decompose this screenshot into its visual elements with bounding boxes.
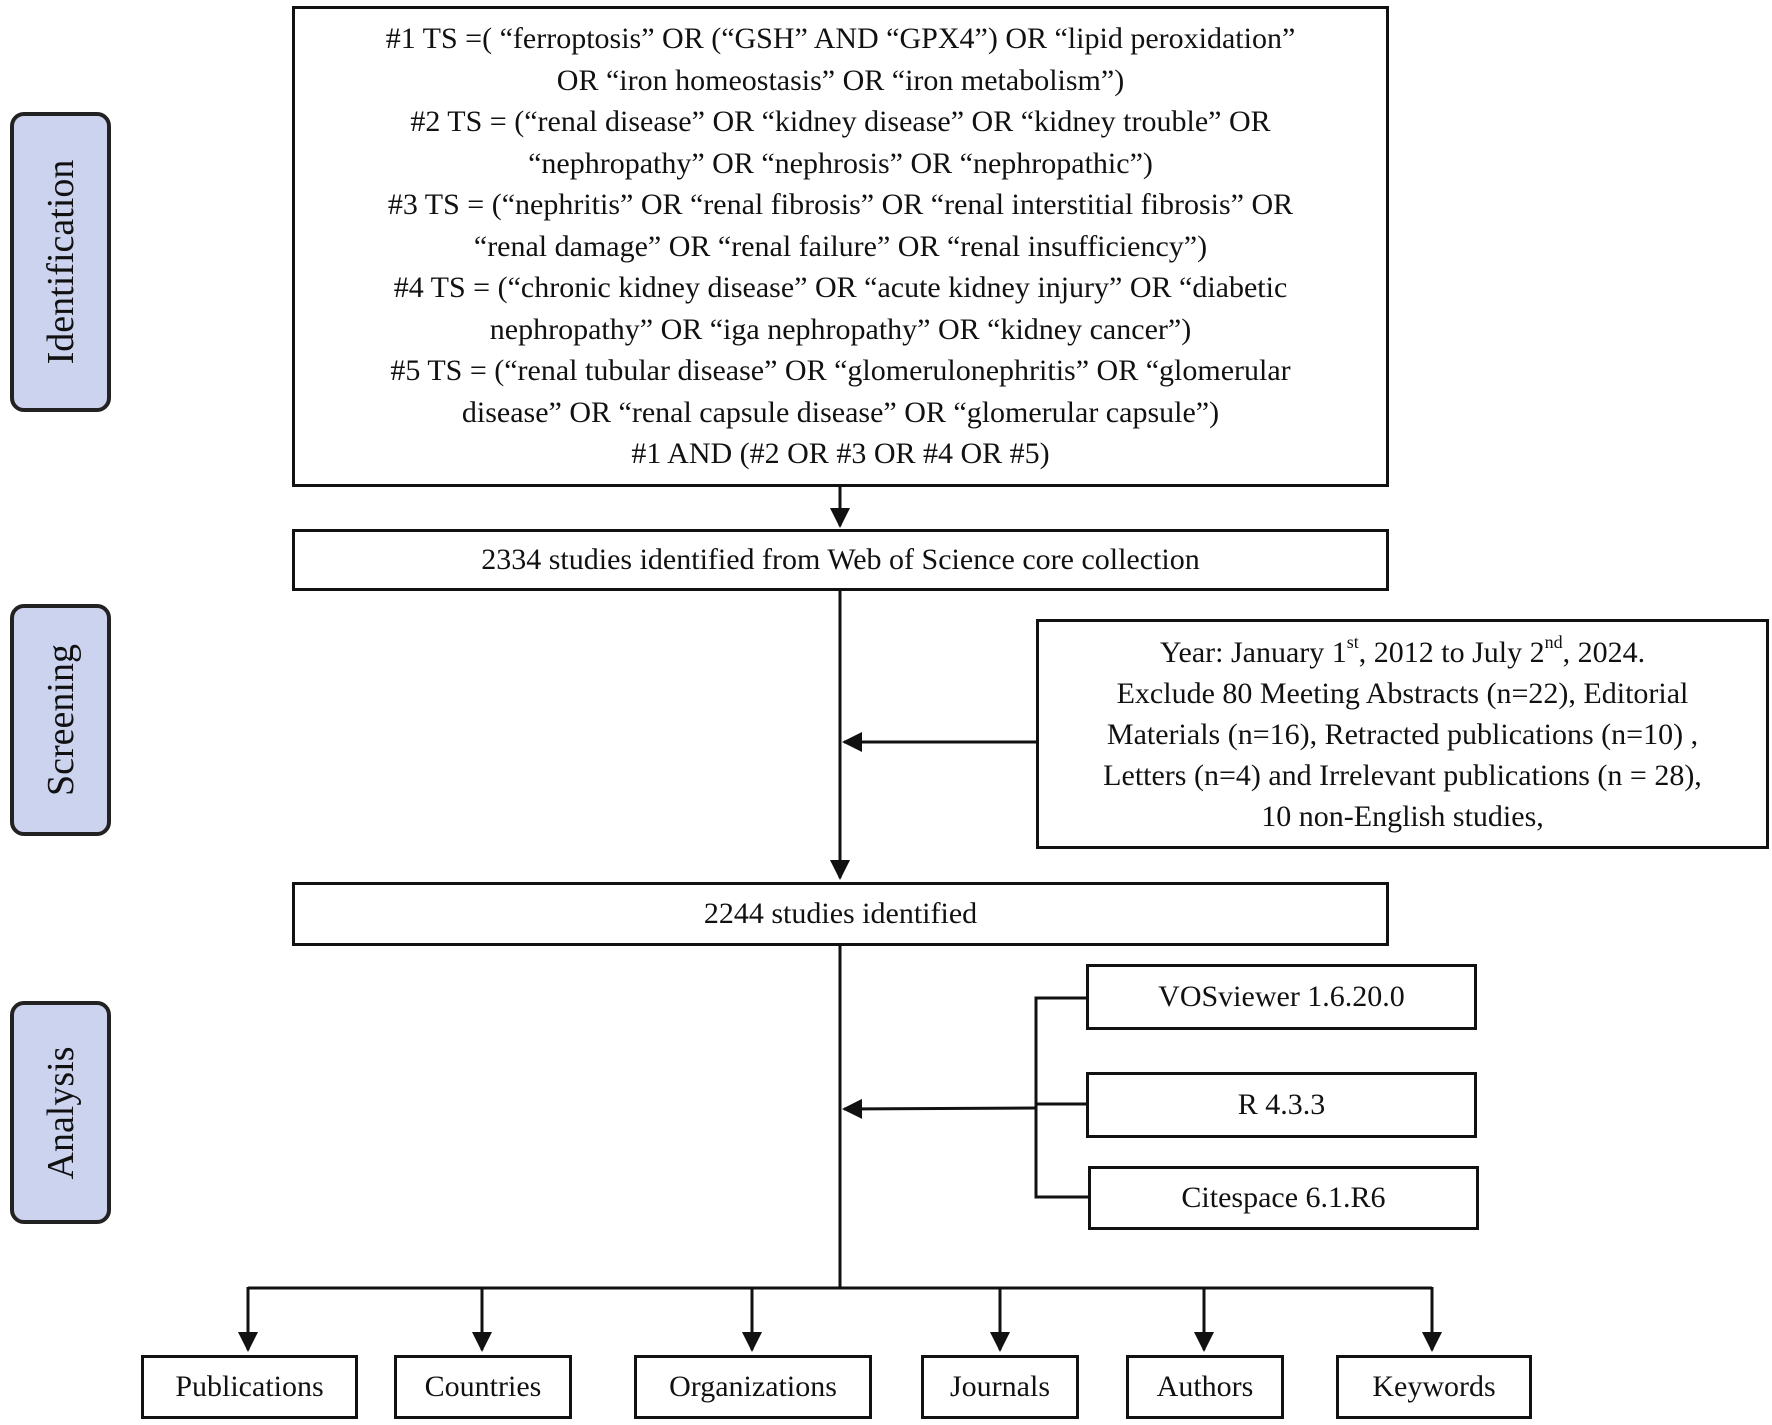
search-line: “nephropathy” OR “nephrosis” OR “nephrop… [528,146,1153,180]
stage-analysis: Analysis [10,1001,111,1224]
included-box: 2244 studies identified [292,882,1389,946]
tool-vosviewer-box: VOSviewer 1.6.20.0 [1086,964,1477,1030]
identified-text: 2334 studies identified from Web of Scie… [481,543,1200,576]
exclusion-line: Exclude 80 Meeting Abstracts (n=22), Edi… [1116,676,1689,710]
tools-bracket [1034,996,1088,1199]
stage-screening: Screening [10,604,111,836]
search-line: #2 TS = (“renal disease” OR “kidney dise… [410,105,1271,139]
output-authors-box: Authors [1126,1355,1284,1419]
search-line: OR “iron homeostasis” OR “iron metabolis… [556,63,1125,97]
search-strategy-box: #1 TS =( “ferroptosis” OR (“GSH” AND “GP… [292,6,1389,487]
output-label: Keywords [1372,1370,1496,1403]
search-line: #5 TS = (“renal tubular disease” OR “glo… [390,354,1291,388]
included-text: 2244 studies identified [703,897,978,930]
exclusion-line: Materials (n=16), Retracted publications… [1106,717,1699,751]
tool-label: Citespace 6.1.R6 [1181,1181,1386,1214]
stage-analysis-label: Analysis [39,1046,82,1179]
search-line: #1 AND (#2 OR #3 OR #4 OR #5) [631,437,1050,471]
search-line: “renal damage” OR “renal failure” OR “re… [473,229,1208,263]
tool-citespace-box: Citespace 6.1.R6 [1088,1166,1479,1230]
search-line: #4 TS = (“chronic kidney disease” OR “ac… [393,271,1288,305]
stage-identification-label: Identification [39,159,82,365]
output-publications-box: Publications [141,1355,358,1419]
exclusion-line: Letters (n=4) and Irrelevant publication… [1103,758,1702,792]
tool-label: R 4.3.3 [1237,1088,1326,1121]
tool-r-box: R 4.3.3 [1086,1072,1477,1138]
output-organizations-box: Organizations [634,1355,872,1419]
search-line: disease” OR “renal capsule disease” OR “… [461,395,1220,429]
output-journals-box: Journals [921,1355,1079,1419]
output-label: Authors [1156,1370,1254,1403]
output-label: Journals [950,1370,1050,1403]
output-label: Countries [424,1370,542,1403]
stage-screening-label: Screening [39,644,82,796]
search-line: #3 TS = (“nephritis” OR “renal fibrosis”… [387,188,1294,222]
tool-label: VOSviewer 1.6.20.0 [1158,980,1405,1013]
output-label: Publications [175,1370,324,1403]
exclusion-box: Year: January 1st, 2012 to July 2nd, 202… [1036,619,1769,849]
exclusion-line: 10 non-English studies, [1261,799,1544,833]
arrow-tools-to-main [842,1098,1037,1119]
search-line: #1 TS =( “ferroptosis” OR (“GSH” AND “GP… [385,22,1296,56]
search-line: nephropathy” OR “iga nephropathy” OR “ki… [489,312,1192,346]
output-countries-box: Countries [394,1355,572,1419]
output-keywords-box: Keywords [1336,1355,1532,1419]
exclusion-year-line: Year: January 1st, 2012 to July 2nd, 202… [1159,631,1646,669]
identified-box: 2334 studies identified from Web of Scie… [292,529,1389,591]
output-label: Organizations [669,1370,837,1403]
stage-identification: Identification [10,112,111,412]
